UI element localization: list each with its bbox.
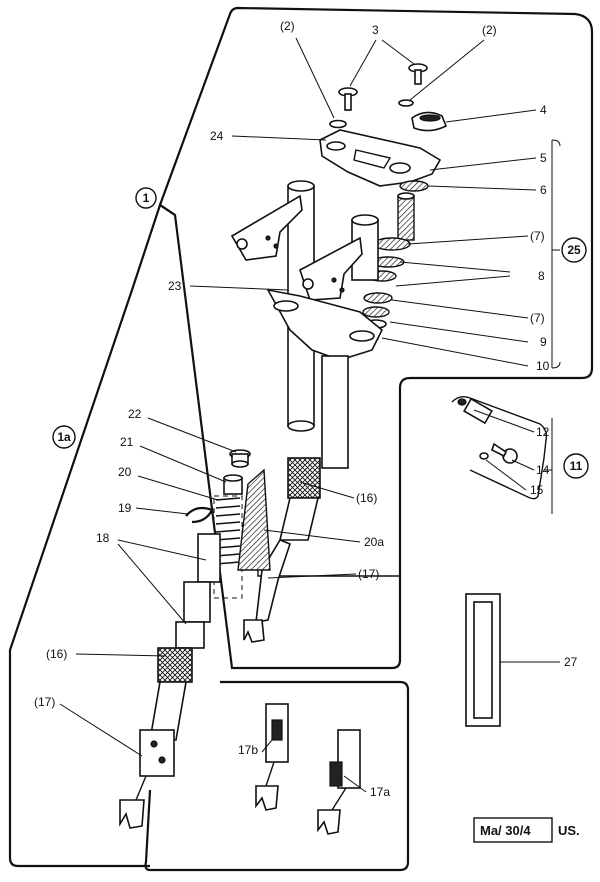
callout-16-right: (16): [356, 491, 377, 505]
callout-20a: 20a: [364, 535, 384, 549]
headlamp-bracket-right: [299, 236, 363, 301]
circlip-19: [185, 506, 214, 524]
washer-2-left: [329, 119, 347, 129]
callout-7-bottom: (7): [530, 311, 545, 325]
group-outline-1a: [8, 203, 176, 868]
group-outline-11: [451, 395, 548, 500]
svg-text:1: 1: [143, 191, 150, 205]
washer-15: [479, 452, 489, 460]
callout-8: 8: [538, 269, 545, 283]
svg-text:25: 25: [567, 243, 581, 257]
circled-group-11: 11: [563, 453, 589, 479]
circled-group-1: 1: [135, 187, 157, 209]
callout-14: 14: [536, 463, 550, 477]
callout-16-left: (16): [46, 647, 67, 661]
callout-19: 19: [118, 501, 132, 515]
callout-17a: 17a: [370, 785, 390, 799]
callout-6: 6: [540, 183, 547, 197]
collar-21: [223, 474, 243, 495]
cap-22: [229, 449, 251, 468]
nut-5: [399, 180, 429, 192]
group-outline-1: [158, 6, 594, 670]
callout-24: 24: [210, 129, 224, 143]
upper-triple-clamp-24: [319, 129, 442, 187]
bolt-3-right: [408, 63, 428, 85]
gaiter-20a: [237, 468, 271, 571]
callout-2-right: (2): [482, 23, 497, 37]
bolt-3-left: [338, 87, 358, 111]
reference-suffix-text: US.: [558, 823, 580, 838]
callout-5: 5: [540, 151, 547, 165]
fork-gaiter-16-right: [287, 457, 321, 499]
callout-12: 12: [536, 425, 550, 439]
circled-group-1a: 1a: [52, 425, 76, 449]
strip-27: [465, 593, 501, 727]
fork-slider-right: [278, 355, 349, 541]
callout-15: 15: [530, 483, 544, 497]
callout-17b: 17b: [238, 743, 258, 757]
svg-text:11: 11: [570, 459, 583, 473]
callout-18: 18: [96, 531, 110, 545]
callout-21: 21: [120, 435, 134, 449]
fork-end-17a: [317, 729, 361, 835]
callout-10: 10: [536, 359, 550, 373]
callout-2-left: (2): [280, 19, 295, 33]
group-outline-17: [144, 680, 410, 872]
fork-end-17b: [255, 703, 289, 811]
svg-text:1a: 1a: [57, 430, 71, 444]
callout-3: 3: [372, 23, 379, 37]
key-14: [491, 442, 518, 464]
reference-code-text: Ma/ 30/4: [480, 823, 531, 838]
callout-23: 23: [168, 279, 182, 293]
callout-7-top: (7): [530, 229, 545, 243]
fork-leg-17-left: [119, 681, 187, 829]
leader-lines: [59, 37, 561, 793]
callout-labels: (2) 3 (2) 4 24 5 6 (7) 8 (7) 9 10 23 12 …: [34, 19, 578, 799]
damper-rod-18: [175, 533, 221, 649]
callout-9: 9: [540, 335, 547, 349]
steering-stem-6: [397, 192, 415, 241]
cap-nut-4: [411, 111, 448, 132]
circled-group-25: 25: [561, 237, 587, 263]
fork-gaiter-16-left: [157, 647, 193, 683]
headlamp-bracket-left: [230, 194, 303, 261]
callout-27: 27: [564, 655, 578, 669]
callout-17-right: (17): [358, 567, 379, 581]
lock-barrel-12: [457, 397, 493, 425]
callout-20: 20: [118, 465, 132, 479]
callout-22: 22: [128, 407, 142, 421]
callout-17-left: (17): [34, 695, 55, 709]
callout-4: 4: [540, 103, 547, 117]
reference-code: Ma/ 30/4 US.: [473, 817, 580, 843]
lower-triple-clamp: [266, 288, 384, 361]
washer-2-right: [398, 99, 414, 107]
fork-leg-17-right: [243, 539, 291, 643]
